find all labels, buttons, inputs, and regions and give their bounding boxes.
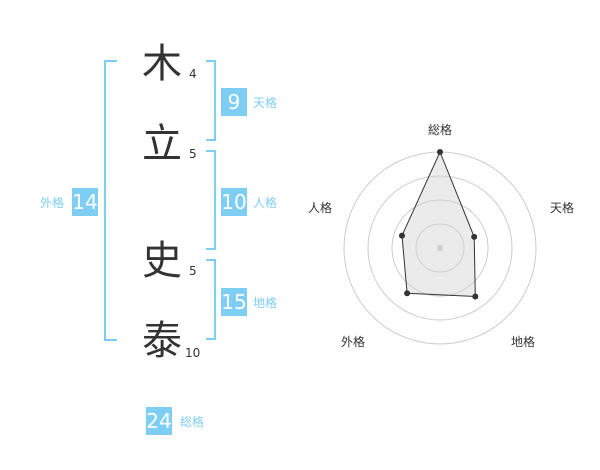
- radar-center-dot: [437, 245, 443, 251]
- radar-point-4: [404, 290, 411, 297]
- chikaku-bracket: [206, 259, 216, 340]
- chikaku-label: 地格: [253, 296, 278, 310]
- stroke-count-2: 5: [189, 147, 197, 161]
- jinkaku-value: 10: [221, 188, 247, 216]
- soukaku-label: 総格: [180, 415, 205, 429]
- radar-label-jinkaku: 人格: [308, 201, 333, 215]
- radar-point-5: [399, 232, 405, 239]
- radar-ring-3: [367, 175, 513, 321]
- radar-label-soukaku: 総格: [428, 123, 453, 137]
- tenkaku-bracket: [206, 60, 216, 141]
- radar-ring-1: [415, 223, 465, 273]
- radar-chart: [343, 149, 537, 345]
- gaikaku-value: 14: [72, 188, 98, 216]
- jinkaku-bracket: [206, 150, 216, 250]
- stroke-count-4: 10: [185, 346, 201, 360]
- jinkaku-label: 人格: [253, 196, 278, 210]
- radar-point-3: [472, 293, 479, 300]
- stroke-count-3: 5: [189, 264, 197, 278]
- gaikaku-bracket: [104, 60, 117, 341]
- tenkaku-value: 9: [221, 88, 247, 116]
- stroke-count-1: 4: [189, 67, 197, 81]
- radar-polygon: [401, 150, 476, 298]
- tenkaku-label: 天格: [253, 96, 278, 110]
- radar-point-2: [471, 233, 478, 240]
- name-char-1: 木: [142, 41, 182, 87]
- name-char-3: 史: [142, 238, 182, 284]
- kakaku-brackets: [104, 60, 216, 341]
- soukaku-value: 24: [146, 407, 172, 435]
- radar-label-chikaku: 地格: [511, 335, 536, 349]
- radar-label-tenkaku: 天格: [550, 201, 575, 215]
- gaikaku-label: 外格: [40, 196, 65, 210]
- name-char-2: 立: [142, 121, 182, 167]
- radar-ring-2: [391, 199, 489, 297]
- name-char-4: 泰: [142, 318, 182, 364]
- radar-label-gaikaku: 外格: [341, 335, 366, 349]
- radar-point-1: [437, 149, 443, 155]
- chikaku-value: 15: [221, 288, 247, 316]
